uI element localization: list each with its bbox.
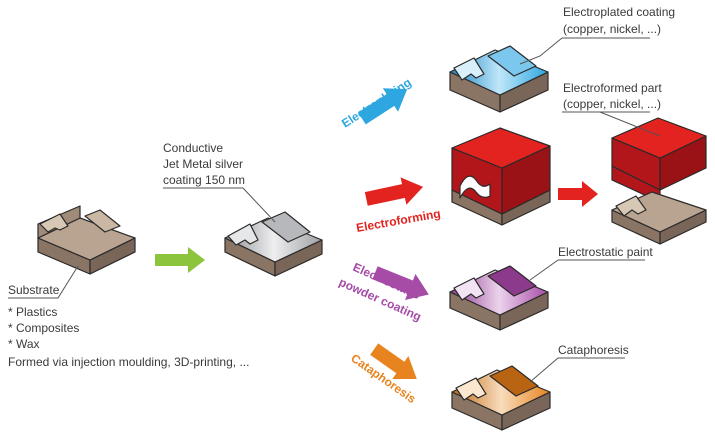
substrate-item-wax: * Wax — [8, 337, 40, 351]
leader-lines — [8, 37, 661, 383]
paint-label: Electrostatic paint — [558, 245, 653, 259]
substrate-item-plastics: * Plastics — [8, 305, 57, 319]
coating-line-1: Conductive — [163, 141, 223, 155]
electroplated-line-2: (copper, nickel, ...) — [563, 22, 661, 36]
coated-block — [224, 211, 323, 277]
coating-line-2: Jet Metal silver — [163, 157, 243, 171]
electroplating-arrow — [358, 88, 408, 125]
cataphoresis-result-label: Cataphoresis — [558, 343, 629, 357]
electroformed-line-2: (copper, nickel, ...) — [563, 97, 661, 111]
electroformed-line-1: Electroformed part — [563, 81, 662, 95]
electroformed-block — [451, 127, 551, 226]
substrate-item-composites: * Composites — [8, 321, 79, 335]
substrate-title: Substrate — [8, 283, 60, 297]
powder-arrow — [372, 266, 429, 300]
electroforming-label: Electroforming — [355, 206, 441, 235]
electroplated-line-1: Electroplated coating — [563, 5, 675, 19]
coating-line-3: coating 150 nm — [163, 173, 245, 187]
electroformed-part — [611, 117, 707, 245]
electroplating-label: Electroplating — [339, 75, 414, 130]
red-arrow-small — [558, 181, 598, 207]
substrate-block — [37, 205, 136, 275]
cataphoresis-block — [451, 365, 551, 431]
paint-block — [449, 265, 549, 331]
cataphoresis-arrow — [370, 343, 417, 379]
substrate-item-forming: Formed via injection moulding, 3D-printi… — [8, 355, 249, 369]
electroforming-arrow — [364, 177, 424, 206]
green-arrow — [155, 247, 205, 273]
electroplated-block — [449, 45, 549, 113]
